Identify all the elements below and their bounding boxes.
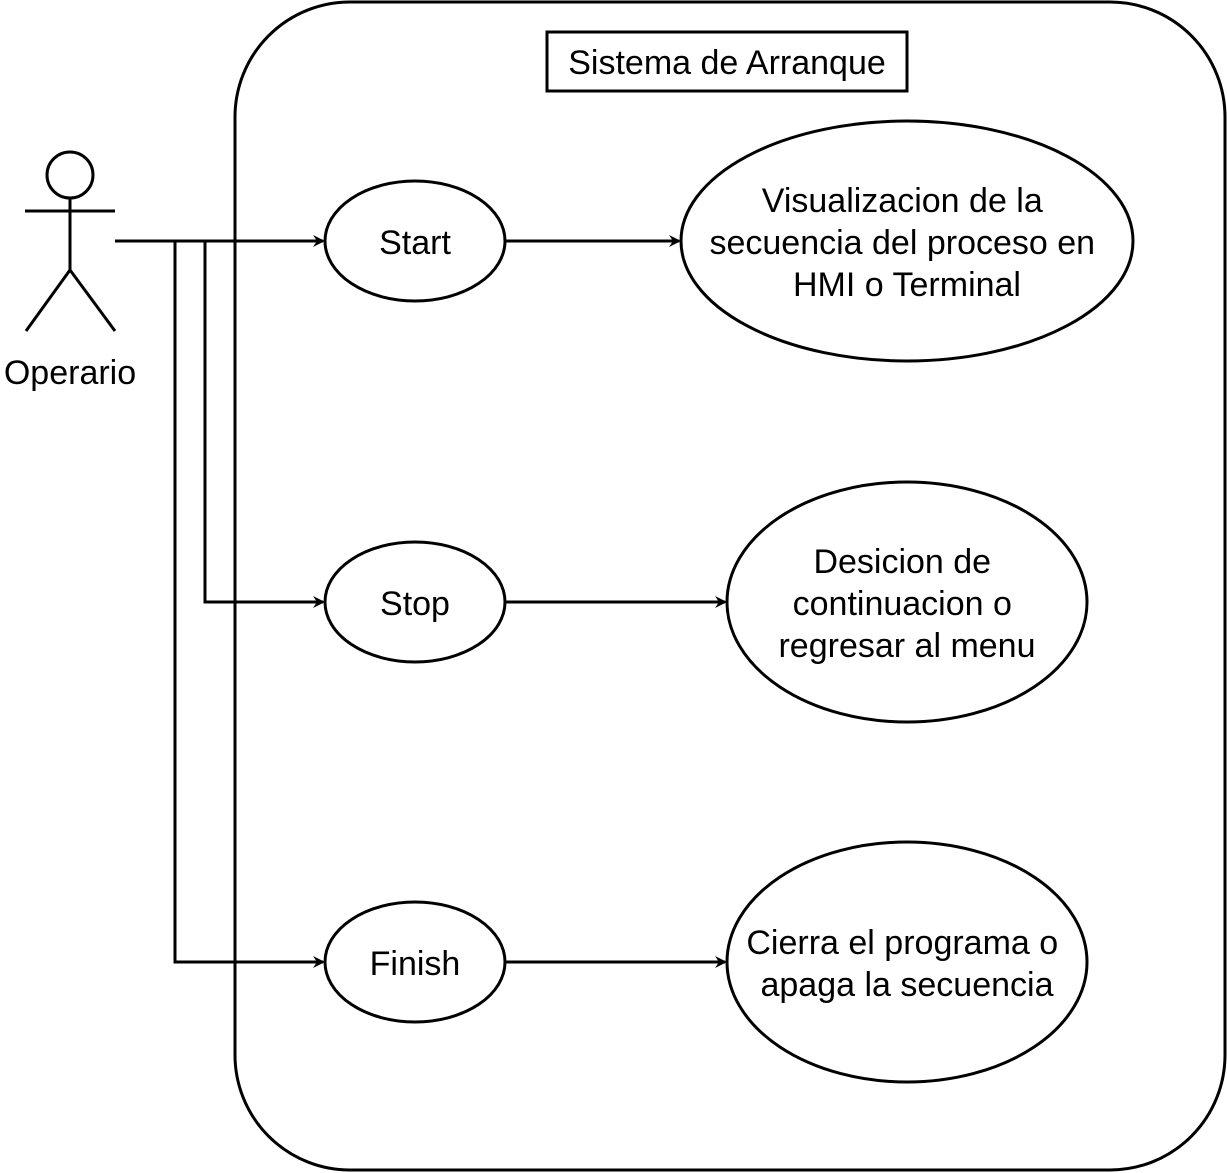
result-visualizacion-text: Visualizacion de la secuencia del proces… [709,182,1104,304]
connector-actor-finish [173,241,325,968]
actor-label: Operario [4,354,136,392]
use-case-stop[interactable]: Stop [323,540,507,664]
result-cierra-text: Cierra el programa o apaga la secuencia [746,924,1067,1004]
connector-actor-stop [203,241,325,608]
use-case-start-label: Start [379,224,451,262]
result-desicion-line-1: Desicion de [813,543,991,581]
use-case-finish[interactable]: Finish [323,900,507,1024]
result-desicion[interactable]: Desicion de continuacion o regresar al m… [725,480,1089,724]
result-visualizacion-line-2: secuencia del proceso en [709,224,1095,262]
result-desicion-text: Desicion de continuacion o regresar al m… [778,543,1035,665]
use-case-stop-label: Stop [380,585,450,623]
result-visualizacion[interactable]: Visualizacion de la secuencia del proces… [679,119,1135,363]
result-visualizacion-line-1: Visualizacion de la [762,182,1043,220]
result-cierra-line-2: apaga la secuencia [760,966,1053,1004]
use-case-finish-label: Finish [370,945,461,983]
system-boundary [233,0,1227,1172]
result-visualizacion-line-3: HMI o Terminal [793,266,1021,304]
result-cierra-line-1: Cierra el programa o [746,924,1058,962]
result-desicion-line-2: continuacion o [793,585,1012,623]
result-desicion-line-3: regresar al menu [778,627,1035,665]
result-cierra[interactable]: Cierra el programa o apaga la secuencia [725,840,1089,1084]
system-title: Sistema de Arranque [545,30,909,93]
stick-figure-icon [24,150,117,332]
system-title-text: Sistema de Arranque [568,44,886,82]
actor-operario[interactable]: Operario [4,150,136,392]
use-case-start[interactable]: Start [323,179,507,303]
